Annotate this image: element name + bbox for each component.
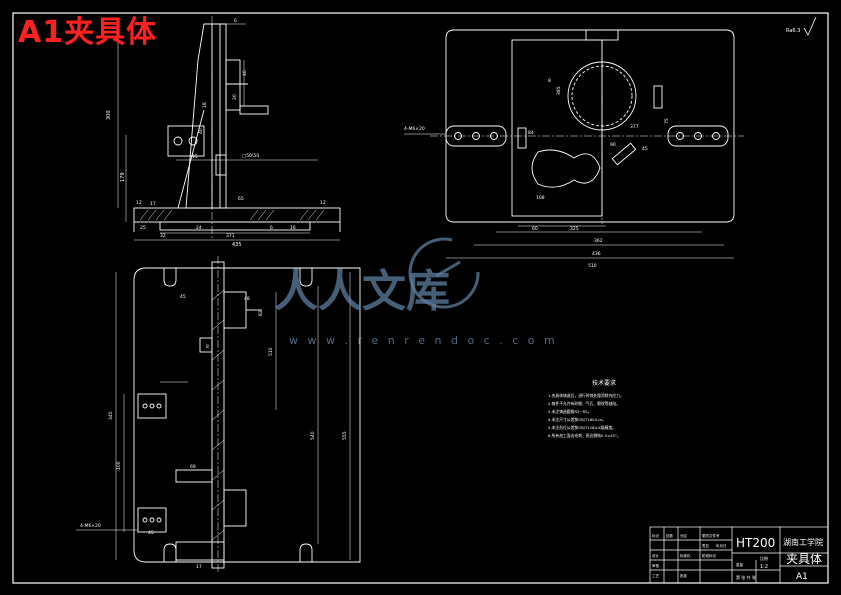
side-dim-8: 8 xyxy=(206,344,209,350)
front-bracket xyxy=(167,125,205,157)
top-dimensions xyxy=(404,133,734,259)
title-stage: 阶段标记 xyxy=(702,553,716,558)
top-dim-436: 436 xyxy=(592,251,601,257)
top-dim-362: 362 xyxy=(594,238,603,244)
top-dim-45: 45 xyxy=(642,146,648,152)
title-row-label-0: 标记 xyxy=(652,533,660,538)
watermark-url: w w w . r e n r e n d o c . c o m xyxy=(289,334,558,347)
side-dim-100: 100 xyxy=(116,461,122,470)
title-part-name: 夹具体 xyxy=(786,552,822,566)
front-dim-371: 371 xyxy=(226,233,235,239)
title-standard: 标准化 xyxy=(680,553,691,558)
title-ratio-label: 比例 xyxy=(760,555,768,561)
side-dim-48: 48 xyxy=(244,296,250,302)
roughness-symbol xyxy=(803,16,817,36)
top-dim-325: 325 xyxy=(570,226,579,232)
front-dim-32: 32 xyxy=(160,233,166,239)
notes-line-4: 4.未注尺寸公差按GB/T1804-m。 xyxy=(548,417,606,422)
title-block xyxy=(649,526,829,584)
side-dim-340: 340 xyxy=(108,411,114,420)
side-dim-69: 69 xyxy=(190,464,196,470)
front-dim-95: 95 xyxy=(192,154,198,160)
top-dim-75: 75 xyxy=(664,118,670,124)
front-dim-18: 18 xyxy=(202,102,208,108)
title-row-label-4: 签名 xyxy=(702,543,709,548)
side-dim-555: 555 xyxy=(342,431,348,440)
front-callout: □50\50 xyxy=(242,153,259,159)
front-column xyxy=(185,23,227,209)
side-view xyxy=(133,256,361,572)
side-lug-lower xyxy=(137,507,167,533)
roughness-label: Ra6.3 xyxy=(786,28,800,34)
side-callout: 4-M6×20 xyxy=(80,523,101,529)
watermark-logo-icon xyxy=(408,237,480,309)
top-dim-385: 385 xyxy=(556,86,562,95)
title-row-label-2: 分区 xyxy=(680,533,688,538)
front-dim-12b: 12 xyxy=(320,200,326,206)
front-dim-435: 435 xyxy=(232,242,242,248)
front-dim-65: 65 xyxy=(238,196,244,202)
front-rib xyxy=(177,109,205,209)
front-dim-25: 25 xyxy=(140,225,146,231)
side-dim-45b: 45 xyxy=(148,530,154,536)
title-row-label-5: 年月日 xyxy=(716,543,727,548)
top-dim-84: 84 xyxy=(528,130,534,136)
front-dim-6b: 6 xyxy=(270,225,273,231)
top-dim-90: 90 xyxy=(610,142,616,148)
front-view xyxy=(133,16,341,240)
front-dim-17: 17 xyxy=(150,201,156,207)
notes-line-3: 3.未注铸造圆角R3~R5。 xyxy=(548,409,592,414)
top-dim-8: 8 xyxy=(548,78,551,84)
top-plate xyxy=(445,29,735,223)
title-material: HT200 xyxy=(736,536,775,550)
watermark-brand: 人人文库 xyxy=(274,266,450,317)
top-slot xyxy=(531,149,601,188)
side-dim-510: 510 xyxy=(268,347,274,356)
title-school: 湖南工学院 xyxy=(783,537,823,547)
front-base-hatch xyxy=(139,209,325,221)
title-scale: 1:2 xyxy=(760,564,768,570)
outer-border xyxy=(12,12,829,584)
top-dim-60: 60 xyxy=(532,226,538,232)
top-dim-377: 377 xyxy=(630,124,639,130)
front-dim-40: 40 xyxy=(242,70,248,76)
top-view xyxy=(430,29,744,224)
notes-line-1: 1.夹具体铸造后，进行时效处理消除内应力。 xyxy=(548,393,624,398)
front-dim-40b: 40 xyxy=(198,128,204,134)
front-dim-300: 300 xyxy=(106,110,112,120)
side-dim-540: 540 xyxy=(310,431,316,440)
title-weight: 重量 xyxy=(736,562,744,567)
front-dimensions xyxy=(117,23,340,241)
side-dim-45: 45 xyxy=(180,294,186,300)
title-approve: 批准 xyxy=(680,573,688,578)
title-row-label-3: 更改文件号 xyxy=(702,533,720,538)
top-dim-510: 510 xyxy=(588,263,597,269)
title-craft: 工艺 xyxy=(652,573,660,578)
notes-line-6: 6.所有加工面去毛刺、锐边倒钝0.5×45°。 xyxy=(548,433,621,438)
title-review: 审核 xyxy=(652,563,660,568)
front-base xyxy=(133,207,341,223)
top-callout: 4-M6×20 xyxy=(404,126,425,132)
title-sheet-label: 第 张 共 张 xyxy=(736,574,756,580)
front-dim-20: 20 xyxy=(232,94,238,100)
side-plate xyxy=(133,267,361,563)
notes-line-2: 2.铸件不允许有砂眼、气孔、裂纹等缺陷。 xyxy=(548,401,620,406)
title-sheet-no: A1 xyxy=(796,572,808,582)
title-design: 设计 xyxy=(652,553,660,558)
side-dim-17: 17 xyxy=(196,564,202,570)
notes-title: 技术要求 xyxy=(592,379,616,387)
front-dim-12: 12 xyxy=(136,200,142,206)
side-dim-82: 82 xyxy=(258,310,264,316)
stamp-label: A1夹具体 xyxy=(18,15,158,50)
front-dim-179: 179 xyxy=(120,172,126,182)
top-dim-108: 108 xyxy=(536,195,545,201)
side-lug-upper xyxy=(137,393,167,419)
front-dim-16: 16 xyxy=(290,225,296,231)
title-row-label-1: 处数 xyxy=(666,533,674,538)
front-dim-6: 6 xyxy=(234,18,237,24)
front-dim-24: 24 xyxy=(196,225,202,231)
side-dimensions xyxy=(76,272,351,560)
notes-line-5: 5.未注形位公差按GB/T1184-K级精度。 xyxy=(548,425,616,430)
